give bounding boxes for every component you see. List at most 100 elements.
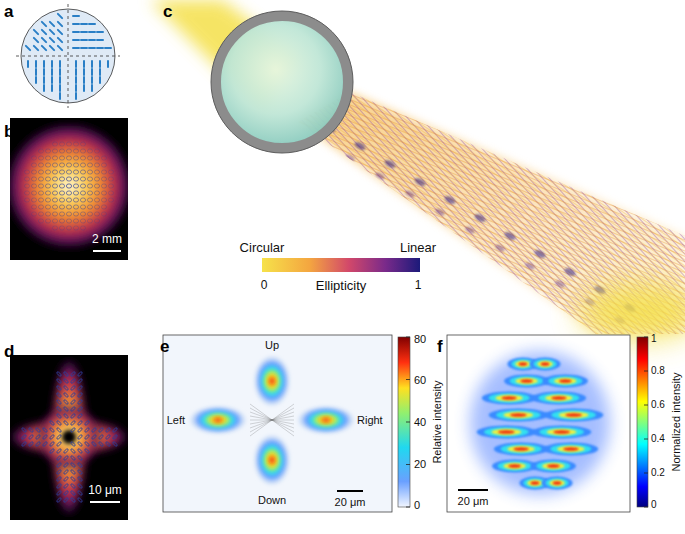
polarization-ellipse: [94, 198, 99, 202]
polarization-ellipse: [84, 434, 90, 440]
polarization-ellipse: [91, 441, 97, 447]
polarization-ellipse: [87, 191, 92, 195]
fringe-line: [158, 0, 685, 376]
polarization-ellipse: [70, 469, 76, 475]
fringe-blob: [538, 393, 579, 403]
polarization-ellipse: [77, 385, 83, 391]
polarization-ellipse: [66, 191, 71, 195]
tick-label: 40: [414, 417, 426, 428]
tick-label: 20: [414, 459, 426, 470]
fringe-blob: [494, 443, 549, 456]
polarization-ellipse: [77, 378, 83, 384]
polarization-ellipse: [52, 191, 57, 195]
polarization-ellipse: [73, 156, 78, 160]
polarization-ellipse: [24, 184, 29, 188]
polarization-ellipse: [45, 198, 50, 202]
fringe-blob: [477, 426, 536, 439]
orientation-dash: [89, 23, 95, 25]
orientation-dash: [34, 30, 38, 34]
polarization-ellipse: [73, 198, 78, 202]
polarization-ellipse: [70, 371, 76, 377]
polarization-ellipse: [45, 205, 50, 209]
polarization-ellipse: [77, 490, 83, 496]
orientation-dash: [91, 61, 93, 67]
fringe-line: [0, 206, 633, 534]
tick-label: 0: [261, 279, 268, 291]
polarization-ellipse: [101, 184, 106, 188]
relative-intensity-colorbar: [398, 337, 410, 507]
fringe-blob: [503, 463, 526, 470]
orientation-dash: [27, 61, 29, 67]
fringe-line: [79, 60, 685, 360]
polarization-ellipse: [45, 156, 50, 160]
polarization-ellipse: [38, 191, 43, 195]
fringe-blob: [551, 396, 566, 400]
fringe-line: [86, 0, 621, 534]
orientation-dash: [59, 85, 61, 91]
fringe-blob: [532, 426, 591, 439]
scale-label: 2 mm: [92, 233, 122, 245]
orientation-dash: [107, 61, 109, 67]
polarization-ellipse: [38, 163, 43, 167]
polarization-ellipse: [59, 170, 64, 174]
polarization-ellipse: [56, 399, 62, 405]
linear-node: [413, 176, 426, 187]
polarization-ellipse: [56, 392, 62, 398]
fringe-line: [105, 0, 685, 295]
polarization-ellipse: [70, 413, 76, 419]
panel-letter: e: [160, 338, 169, 355]
polarization-ellipse: [52, 212, 57, 216]
scale-bar: [337, 490, 363, 492]
polarization-ellipse: [38, 198, 43, 202]
polarization-ellipse: [77, 497, 83, 503]
fringe-line: [93, 0, 628, 534]
linear-node: [494, 243, 505, 252]
colorbar-tick: [644, 405, 648, 406]
fringe-line: [65, 65, 685, 512]
fringe-line: [160, 0, 685, 527]
polarization-ellipse: [101, 163, 106, 167]
polarization-ellipse: [108, 170, 113, 174]
fringe-line: [0, 235, 614, 534]
fringe-line: [402, 0, 685, 310]
polarization-ellipse: [56, 483, 62, 489]
polarization-ellipse: [77, 420, 83, 426]
fringe-line: [219, 0, 685, 284]
polarization-ellipse: [56, 413, 62, 419]
panel-b: [10, 118, 128, 260]
fringe-line: [78, 6, 613, 534]
intensity-lobe: [214, 418, 223, 422]
fringe-line: [143, 0, 685, 202]
fringe-blob: [543, 375, 588, 388]
polarization-ellipse: [80, 156, 85, 160]
polarization-ellipse: [38, 184, 43, 188]
polarization-ellipse: [35, 427, 41, 433]
polarization-ellipse: [63, 378, 69, 384]
intensity-lobe: [269, 456, 274, 464]
colorbar-tick: [644, 473, 648, 474]
fringe-line: [180, 0, 685, 342]
direction-label: Right: [357, 415, 383, 426]
fringe-blob: [547, 429, 577, 436]
polarization-ellipse: [49, 441, 55, 447]
polarization-ellipse: [35, 441, 41, 447]
polarization-ellipse: [70, 399, 76, 405]
fringe-line: [119, 0, 654, 534]
orientation-dash: [58, 22, 62, 26]
fringe-blob: [531, 481, 540, 485]
polarization-ellipse: [108, 177, 113, 181]
metasurface-ring: [216, 16, 348, 148]
fringe-line: [0, 223, 622, 534]
polarization-ellipse: [87, 184, 92, 188]
fringe-line: [156, 0, 685, 531]
fringe-line: [0, 103, 506, 534]
polarization-ellipse: [77, 392, 83, 398]
fringe-blob: [504, 375, 549, 388]
polarization-ellipse: [38, 212, 43, 216]
polarization-ellipse: [56, 497, 62, 503]
orientation-dash: [83, 85, 85, 91]
fringe-blob: [527, 480, 542, 487]
orientation-dash: [83, 77, 85, 83]
fringe-blob: [507, 446, 534, 453]
